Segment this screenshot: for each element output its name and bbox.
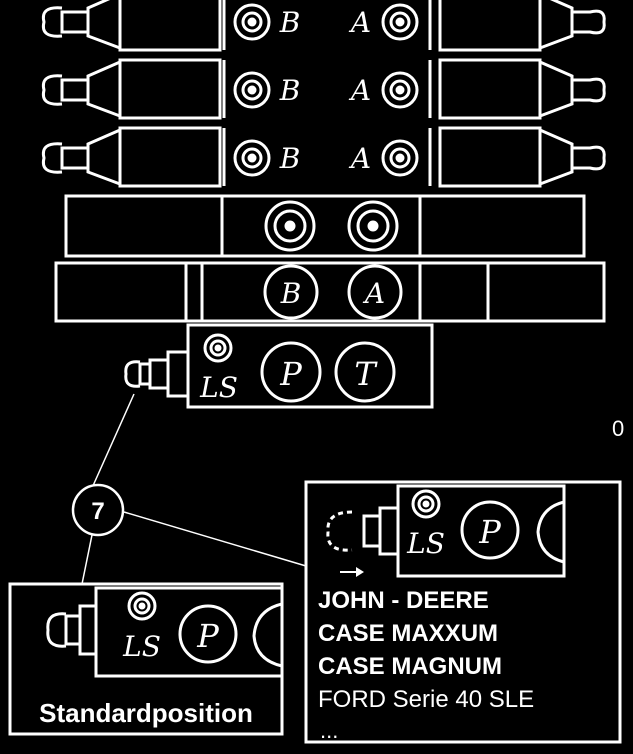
middle-plate-lower [54,261,606,323]
port-p-label: P [279,355,302,393]
edge-fragment-text: 0 [612,416,624,441]
inset-ls-knob-icon [46,604,98,656]
row-port-a-label: A [348,6,371,39]
inset-ls-port-icon [127,591,157,621]
row-port-a-label: A [348,142,371,175]
inset2-port-p-label: P [478,513,501,551]
ls-knob-icon [124,350,190,398]
port-b-label: B [280,277,302,310]
model-name: JOHN - DEERE [318,587,489,614]
ls-port-label: LS [199,371,238,404]
callout-leaders [81,393,307,585]
port-b-fitting-icon [233,71,271,109]
valve-sections: B A B A B A [41,0,606,188]
row-port-b-label: B [279,6,301,39]
row-port-b-label: B [279,142,301,175]
row-port-b-label: B [279,74,301,107]
port-b-fitting-icon [233,139,271,177]
inset2-ls-port-icon [411,489,441,519]
extended-knob-outline [326,510,353,552]
upper-port-left [264,200,316,252]
inset2-knob-icon [362,506,400,556]
row-port-a-label: A [348,74,371,107]
model-list: JOHN - DEERE CASE MAXXUM CASE MAGNUM FORD S… [318,587,534,743]
inlet-block [124,323,434,409]
shift-arrow-icon [356,567,364,577]
port-b-circle [263,264,319,320]
upper-port-right [347,200,399,252]
ls-port-icon [203,333,233,363]
inset2-ls-label: LS [406,527,445,560]
port-a-label: A [362,277,385,310]
callout-number: 7 [91,498,104,525]
model-name: FORD Serie 40 SLE [318,686,534,713]
inset-port-p-label: P [196,617,219,655]
valve-section-row [41,126,606,188]
port-a-fitting-icon [381,3,419,41]
port-b-fitting-icon [233,3,271,41]
model-name: CASE MAXXUM [318,620,498,647]
port-a-circle [347,264,403,320]
model-inset: P LS JOHN - DEERE CASE MAXXUM CASE MAGNUM F… [304,480,622,744]
callout-circle [71,483,125,537]
port-a-fitting-icon [381,139,419,177]
valve-section-row [41,58,606,120]
middle-plate-upper [64,194,586,258]
model-list-ellipsis: ... [320,718,338,743]
standard-position-title: Standardposition [39,698,253,728]
port-t-label: T [354,355,378,393]
valve-section-row [41,0,606,52]
inset-ls-label: LS [122,630,161,663]
model-name: CASE MAGNUM [318,653,502,680]
port-a-fitting-icon [381,71,419,109]
standard-inset: P LS Standardposition [8,582,284,736]
